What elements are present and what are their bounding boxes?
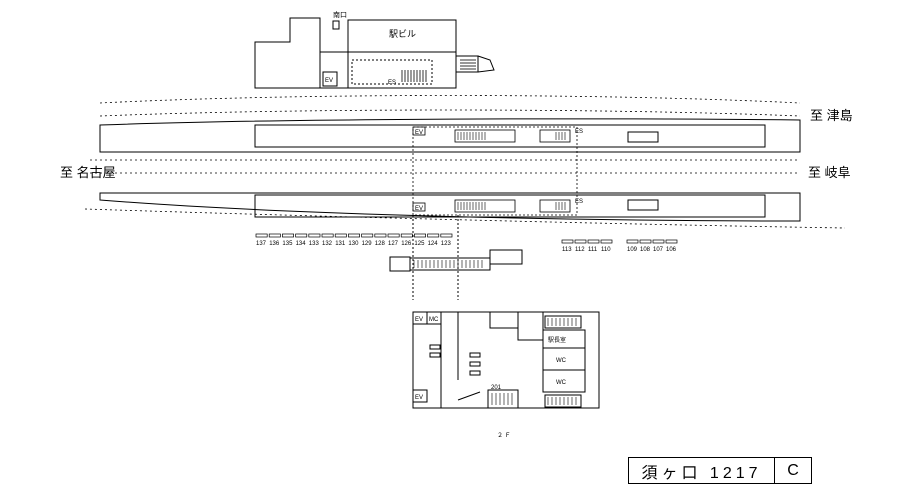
car-number-label: 136 (269, 241, 280, 247)
south-exit-label: 南口 (333, 10, 347, 19)
car-number-label: 106 (666, 247, 677, 253)
platform-fixtures (412, 126, 578, 216)
es-label-building: ES (388, 80, 396, 86)
car-marker (665, 239, 678, 244)
car-number-label: 111 (588, 247, 598, 253)
car-marker (626, 239, 639, 244)
car-number-label: 110 (601, 247, 611, 253)
car-number-label: 126 (401, 241, 412, 247)
car-marker (308, 233, 321, 238)
ev-label-2f-top: EV (415, 317, 423, 323)
station-building (254, 17, 495, 89)
car-number-label: 125 (414, 241, 425, 247)
car-number-label: 132 (322, 241, 333, 247)
car-marker (652, 239, 665, 244)
escalator-bldg (401, 59, 476, 82)
wc-label-2: WC (556, 380, 567, 386)
car-number-label: 112 (575, 247, 585, 253)
ev-label-building: EV (325, 78, 333, 84)
car-number-label: 127 (388, 241, 399, 247)
car-number-label: 113 (562, 247, 572, 253)
car-number-label: 129 (362, 241, 373, 247)
es-label-platform-2: ES (575, 199, 583, 205)
car-number-label: 131 (335, 241, 346, 247)
car-number-label: 130 (348, 241, 359, 247)
station-title-box: 須ヶ口 1217 C (628, 457, 812, 484)
car-number-label: 128 (375, 241, 386, 247)
wc-label-1: WC (556, 358, 567, 364)
car-marker (587, 239, 600, 244)
car-marker (334, 233, 347, 238)
car-number-label: 137 (256, 241, 267, 247)
direction-tsushima: 至 津島 (810, 108, 853, 123)
es-label-platform-1: ES (575, 129, 583, 135)
tracks (84, 95, 846, 229)
car-number-label: 135 (282, 241, 293, 247)
car-marker (361, 233, 374, 238)
car-marker (414, 233, 426, 238)
platforms (99, 118, 801, 222)
car-number-label: 124 (428, 241, 439, 247)
ev-label-2f-bottom: EV (415, 395, 423, 401)
car-marker (600, 239, 613, 244)
car-number-label: 134 (296, 241, 307, 247)
car-marker (321, 233, 334, 238)
car-number-label: 108 (640, 247, 651, 253)
ev-label-platform-2: EV (415, 206, 423, 212)
car-marker (374, 233, 387, 238)
car-number-label: 109 (627, 247, 638, 253)
ev-label-platform-1: EV (415, 130, 423, 136)
floor-2f-plan (412, 311, 600, 409)
underpass (389, 215, 523, 300)
car-marker (387, 233, 400, 238)
car-marker (427, 233, 440, 238)
floor-label: ２ Ｆ (497, 432, 511, 439)
car-number-label: 133 (309, 241, 320, 247)
car-marker (400, 233, 413, 238)
underpass-stairs (413, 260, 483, 268)
car-marker (282, 233, 294, 238)
car-number-label: 107 (653, 247, 664, 253)
station-code: C (774, 458, 811, 483)
car-marker (440, 233, 453, 238)
mwc-label-2f: MC (429, 317, 439, 323)
car-marker (255, 233, 268, 238)
car-marker (574, 239, 587, 244)
station-building-label: 駅ビル (389, 29, 416, 39)
car-201-label: 201 (491, 385, 502, 391)
station-title: 須ヶ口 1217 (641, 464, 762, 482)
car-marker (268, 233, 281, 238)
car-marker (639, 239, 652, 244)
car-marker (348, 233, 360, 238)
direction-nagoya: 至 名古屋 (60, 165, 116, 180)
station-office-label: 駅長室 (548, 336, 566, 344)
platform-escalators (457, 132, 566, 210)
car-number-label: 123 (441, 241, 452, 247)
floor-2f-stairs (491, 318, 577, 405)
car-marker (561, 239, 574, 244)
direction-gifu: 至 岐阜 (808, 165, 851, 180)
car-marker (295, 233, 308, 238)
